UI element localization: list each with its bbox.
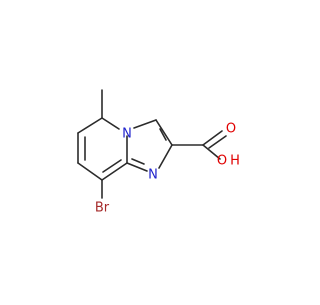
bond-n4-c5 [101, 117, 120, 130]
bond-c8-c8a [101, 162, 128, 181]
bond-n1-c8a [126, 162, 148, 172]
molecule-structure: N N O O H Br [77, 89, 240, 216]
bond-c2-n1 [158, 144, 173, 169]
bond-c5-c6 [77, 117, 103, 134]
atom-label-n-ring: N [122, 127, 132, 142]
bond-c-oh [202, 144, 221, 160]
bond-c-o-carbonyl [202, 130, 223, 146]
atom-label-o-carbonyl: O [226, 122, 236, 137]
bond-c3-c2 [155, 119, 173, 146]
atom-label-oh-o: O [217, 154, 227, 169]
atom-label-oh-h: H [230, 154, 240, 169]
molecule-svg: N N O O H Br [77, 89, 240, 216]
bond-c-o-carbonyl-double [208, 135, 227, 149]
bond-n1-c8a-double [131, 158, 145, 165]
bond-n4-c3 [133, 119, 157, 129]
atom-label-n-bridge: N [148, 168, 158, 183]
atom-label-br: Br [95, 201, 110, 216]
bond-c3-c2-double [159, 128, 167, 141]
bond-c7-c8 [77, 162, 103, 181]
bond-c8-c8a-double [102, 159, 122, 173]
